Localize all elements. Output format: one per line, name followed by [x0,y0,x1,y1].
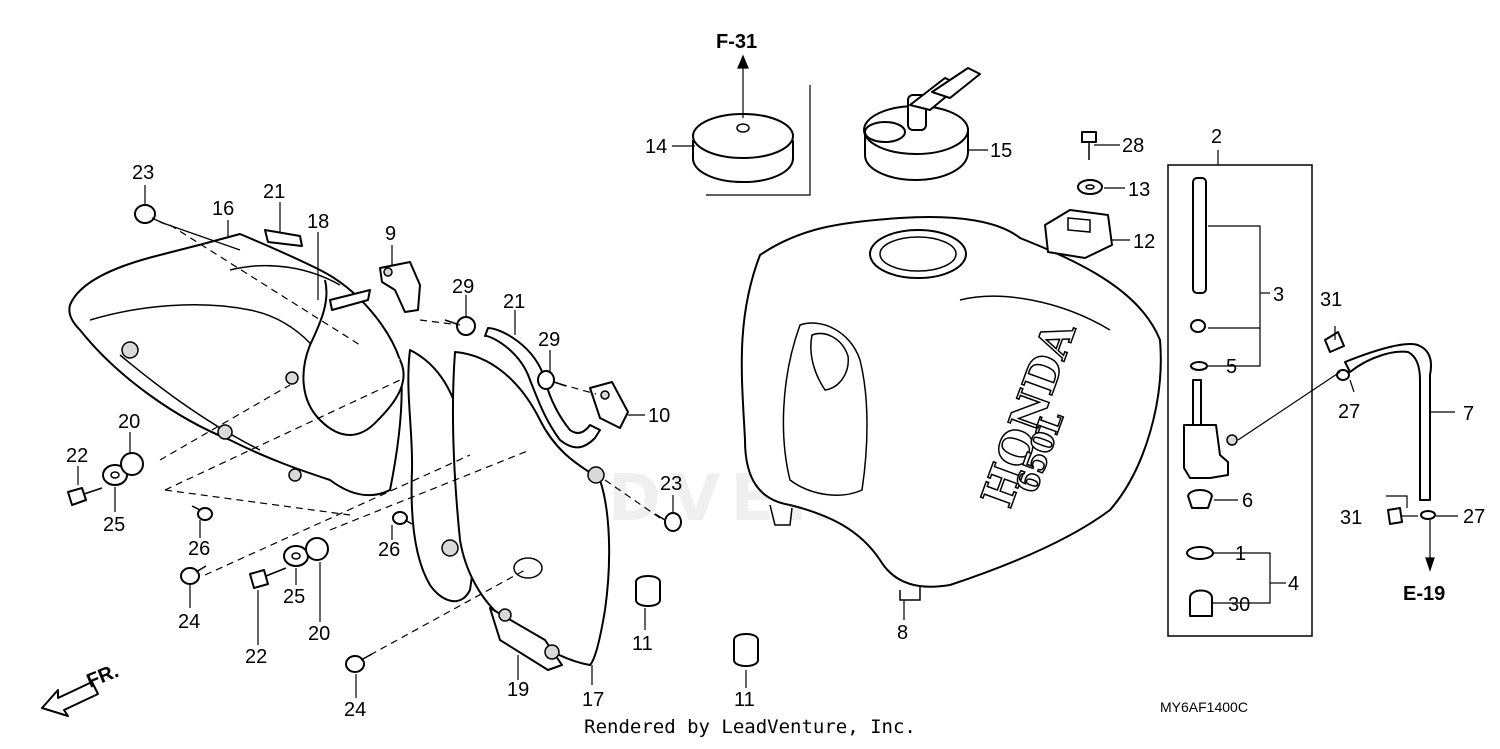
washer-13[interactable] [1077,179,1103,195]
screw-24-lower[interactable] [345,653,373,673]
callout-18: 18 [307,211,329,233]
callout-25-lower: 25 [283,586,305,608]
bracket-9[interactable] [379,261,421,313]
callout-29-lower: 29 [538,329,560,351]
callout-13: 13 [1128,179,1150,201]
callout-20-lower: 20 [308,623,330,645]
clip-26-lower[interactable] [392,511,413,525]
callout-27-lower: 27 [1463,506,1485,528]
callout-11-center: 11 [632,633,653,655]
dashed-alignment-lines [159,224,661,656]
bracket-10[interactable] [589,381,629,429]
callout-28: 28 [1122,135,1144,157]
callout-22-lower: 22 [245,646,267,668]
fuel-hose-upper[interactable] [264,229,303,247]
callout-3: 3 [1273,284,1284,306]
callout-14: 14 [645,136,667,158]
callout-9: 9 [385,223,396,245]
callout-15: 15 [990,140,1012,162]
lever-6[interactable] [1187,489,1213,509]
shroud-inner-panel[interactable] [302,279,405,436]
bolt-28[interactable] [1081,131,1097,160]
callout-2: 2 [1211,126,1222,148]
grommet-20-left[interactable] [120,452,144,476]
fuel-hose-7[interactable] [1344,342,1432,501]
callout-19: 19 [507,679,529,701]
callout-11-lower: 11 [734,689,755,711]
washer-25-lower[interactable] [283,545,309,567]
cushion-11-lower[interactable] [733,633,759,667]
front-label: FR. [84,660,122,692]
callout-1: 1 [1235,543,1246,565]
callout-25-left: 25 [103,514,125,536]
grommet-20-lower[interactable] [305,537,329,561]
bolt-23-lower[interactable] [654,512,682,532]
bolt-29-upper[interactable] [444,316,476,336]
callout-22-left: 22 [66,445,88,467]
callout-31-upper: 31 [1320,289,1342,311]
cup-30[interactable] [1189,589,1213,617]
callout-24-left: 24 [178,611,200,633]
callout-5: 5 [1226,356,1237,378]
callout-24-lower: 24 [344,699,366,721]
bolt-22-left[interactable] [67,487,103,506]
fuel-tank[interactable]: HONDA 650L [740,215,1162,601]
callout-29-upper: 29 [452,276,474,298]
callout-17: 17 [582,689,604,711]
front-direction-indicator: FR. [41,660,122,717]
callout-labels: 1 2 3 4 5 6 7 8 9 10 11 11 12 13 14 15 1… [66,126,1485,721]
screw-24-left[interactable] [180,565,207,585]
callout-12: 12 [1133,231,1155,253]
o-ring-5[interactable] [1190,361,1208,371]
footer-credit: Rendered by LeadVenture, Inc. [584,716,916,738]
bolt-23-upper[interactable] [134,204,166,225]
callout-20-left: 20 [118,411,140,433]
fuel-valve[interactable] [1183,379,1238,479]
callout-16: 16 [212,198,234,220]
callout-7: 7 [1463,403,1474,425]
right-shroud[interactable] [451,351,611,671]
callout-23-lower: 23 [660,473,682,495]
reference-right: E-19 [1403,583,1445,605]
bolt-22-lower[interactable] [249,567,287,589]
reference-top: F-31 [716,31,757,53]
fuel-strainer-3[interactable] [1192,177,1207,294]
callout-27-upper: 27 [1338,401,1360,423]
front-arrow-icon [41,681,99,717]
callout-23-upper: 23 [132,162,154,184]
fuel-cap[interactable] [692,113,794,183]
cushion-11-center[interactable] [635,575,661,607]
o-ring-small[interactable] [1190,319,1206,333]
callout-21-lower: 21 [503,291,525,313]
rubber-mount-12[interactable] [1044,209,1113,259]
clamp-31-upper[interactable] [1324,331,1345,353]
gasket-1[interactable] [1186,546,1214,560]
leader-lines [77,54,1458,698]
clamp-31-lower[interactable] [1387,507,1403,525]
callout-26-left: 26 [188,538,210,560]
washer-25-left[interactable] [102,464,128,486]
callout-6: 6 [1242,490,1253,512]
callout-26-lower: 26 [378,539,400,561]
locking-fuel-cap[interactable] [863,67,981,181]
bolt-29-lower[interactable] [537,370,567,390]
clip-26-left[interactable] [191,505,213,521]
callout-31-lower: 31 [1340,507,1362,529]
clip-27-lower[interactable] [1420,510,1436,520]
callout-4: 4 [1288,573,1299,595]
callout-10: 10 [648,405,670,427]
callout-30: 30 [1228,594,1250,616]
callout-8: 8 [897,622,908,644]
diagram-code: MY6AF1400C [1160,699,1248,715]
fuel-valve-group-frame [1167,164,1313,637]
callout-21-upper: 21 [263,181,285,203]
clip-27-upper[interactable] [1336,369,1350,381]
